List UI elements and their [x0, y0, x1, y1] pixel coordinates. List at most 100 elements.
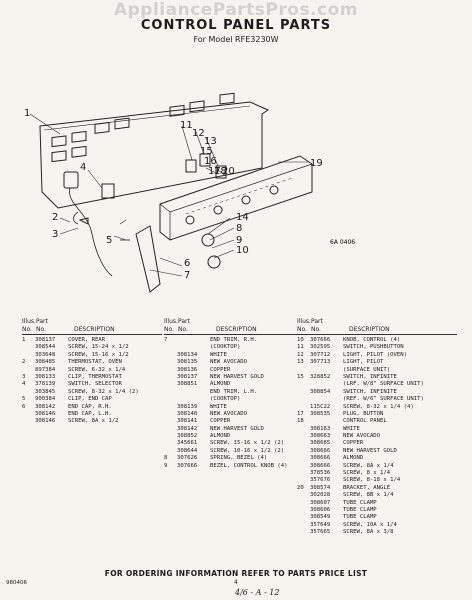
description-cell: NEW AVOCADO: [210, 410, 248, 417]
part-no-cell: 303845: [35, 388, 56, 395]
description-cell: SWITCH, INFINITE: [343, 388, 397, 395]
callout-8: 8: [236, 223, 242, 234]
exploded-parts-diagram: 1 2 3 4 5 6 7 8 9 10 11 12 13 14 15 16 1…: [24, 92, 355, 293]
description-cell: WHITE: [343, 425, 360, 432]
illus-no-cell: 11: [297, 344, 304, 351]
part-no-cell: 115C22: [310, 403, 331, 410]
illus-no-cell: 5: [22, 396, 26, 403]
description-cell: CLIP, THERMOSTAT: [68, 373, 122, 380]
part-no-cell: 308135: [177, 359, 198, 366]
illus-no-cell: 9: [164, 462, 168, 469]
part-no-cell: 308163: [310, 425, 331, 432]
watermark: AppliancePartsPros.com: [113, 0, 358, 20]
end-trim-drawing: [135, 225, 161, 293]
description-cell: SCREW, 8B x 1/4: [343, 492, 394, 499]
callout-2: 2: [52, 212, 58, 223]
description-cell: (LRF. W/8" SURFACE UNIT): [343, 381, 424, 388]
part-no-cell: 308666: [310, 455, 331, 462]
part-no-cell: 357665: [310, 529, 331, 536]
part-no-cell: 308607: [310, 499, 331, 506]
table-row: (SURFACE UNIT): [297, 367, 457, 374]
part-no-cell: 308665: [310, 440, 331, 447]
parts-column-header: Illus. No. Part No. DESCRIPTION: [164, 318, 304, 335]
table-row: 308163 WHITE: [297, 426, 457, 433]
handwritten-note: 4/6 - A - 12: [235, 588, 280, 597]
part-no-cell: 308666: [310, 462, 331, 469]
callout-9: 9: [236, 235, 242, 246]
illus-no-cell: 17: [297, 410, 304, 417]
description-cell: ALMOND: [210, 381, 231, 388]
part-no-cell: 357649: [310, 521, 331, 528]
part-no-cell: 308134: [177, 351, 198, 358]
description-cell: NEW HARVEST GOLD: [210, 425, 264, 432]
part-no-cell: 900384: [35, 396, 56, 403]
part-no-cell: 308137: [177, 373, 198, 380]
description-cell: (COOKTOP): [210, 396, 241, 403]
callout-15: 15: [200, 146, 213, 157]
table-row: 302028 SCREW, 8B x 1/4: [297, 492, 457, 499]
part-no-cell: 378536: [310, 470, 331, 477]
part-no-cell: 308549: [310, 514, 331, 521]
part-no-cell: 308142: [177, 425, 198, 432]
table-row: (COOKTOP): [164, 344, 304, 351]
callout-17: 17: [208, 166, 221, 177]
part-no-cell: 302028: [310, 492, 331, 499]
part-no-cell: 378139: [35, 381, 56, 388]
description-cell: END TRIM, R.H.: [210, 337, 258, 343]
drawing-code: 6A 0406: [330, 239, 355, 246]
part-no-cell: 308139: [177, 403, 198, 410]
callout-5: 5: [106, 235, 112, 246]
rear-cover-drawing: [39, 101, 270, 209]
part-no-cell: 308146: [35, 410, 56, 417]
part-no-cell: 308851: [177, 381, 198, 388]
illus-no-cell: 18: [297, 418, 304, 425]
part-no-cell: 303648: [35, 351, 56, 358]
parts-column-header: Illus. No. Part No. DESCRIPTION: [297, 318, 457, 335]
description-cell: END CAP, L.H.: [68, 410, 112, 417]
description-cell: PLUG, BUTTON: [343, 410, 384, 417]
description-cell: BRACKET, ANGLE: [343, 484, 391, 491]
description-cell: SCREW, 8A x 3/8: [343, 529, 394, 536]
description-cell: SWITCH, SELECTOR: [68, 381, 122, 388]
description-cell: (COOKTOP): [210, 344, 241, 351]
description-cell: SPRING, BEZEL (4): [210, 455, 268, 462]
description-cell: SCREW, 15-24 x 1/2: [68, 344, 129, 351]
description-cell: SCREW, 8A x 1/2: [68, 418, 119, 425]
description-cell: SCREW, 6-32 x 1/4: [68, 366, 126, 373]
part-no-cell: 308644: [177, 447, 198, 454]
table-row: 4 378139 SWITCH, SELECTOR: [22, 381, 162, 388]
description-cell: NEW HARVEST GOLD: [343, 447, 397, 454]
description-cell: (REF. W/6" SURFACE UNIT): [343, 396, 424, 403]
illus-no-cell: 20: [297, 484, 304, 491]
part-no-cell: 308137: [35, 337, 56, 343]
callout-14: 14: [236, 212, 249, 223]
callout-19: 19: [310, 158, 323, 169]
description-cell: SCREW, 8 x 1/4: [343, 470, 391, 477]
description-cell: TUBE CLAMP: [343, 499, 377, 506]
description-cell: CLIP, END CAP: [68, 396, 112, 403]
part-no-cell: 308854: [310, 388, 331, 395]
part-no-cell: 307666: [310, 337, 331, 343]
illus-no-cell: 4: [22, 381, 26, 388]
table-row: 357665 SCREW, 8A x 3/8: [297, 529, 457, 536]
page-title: CONTROL PANEL PARTS: [140, 18, 332, 33]
callout-11: 11: [180, 120, 193, 131]
